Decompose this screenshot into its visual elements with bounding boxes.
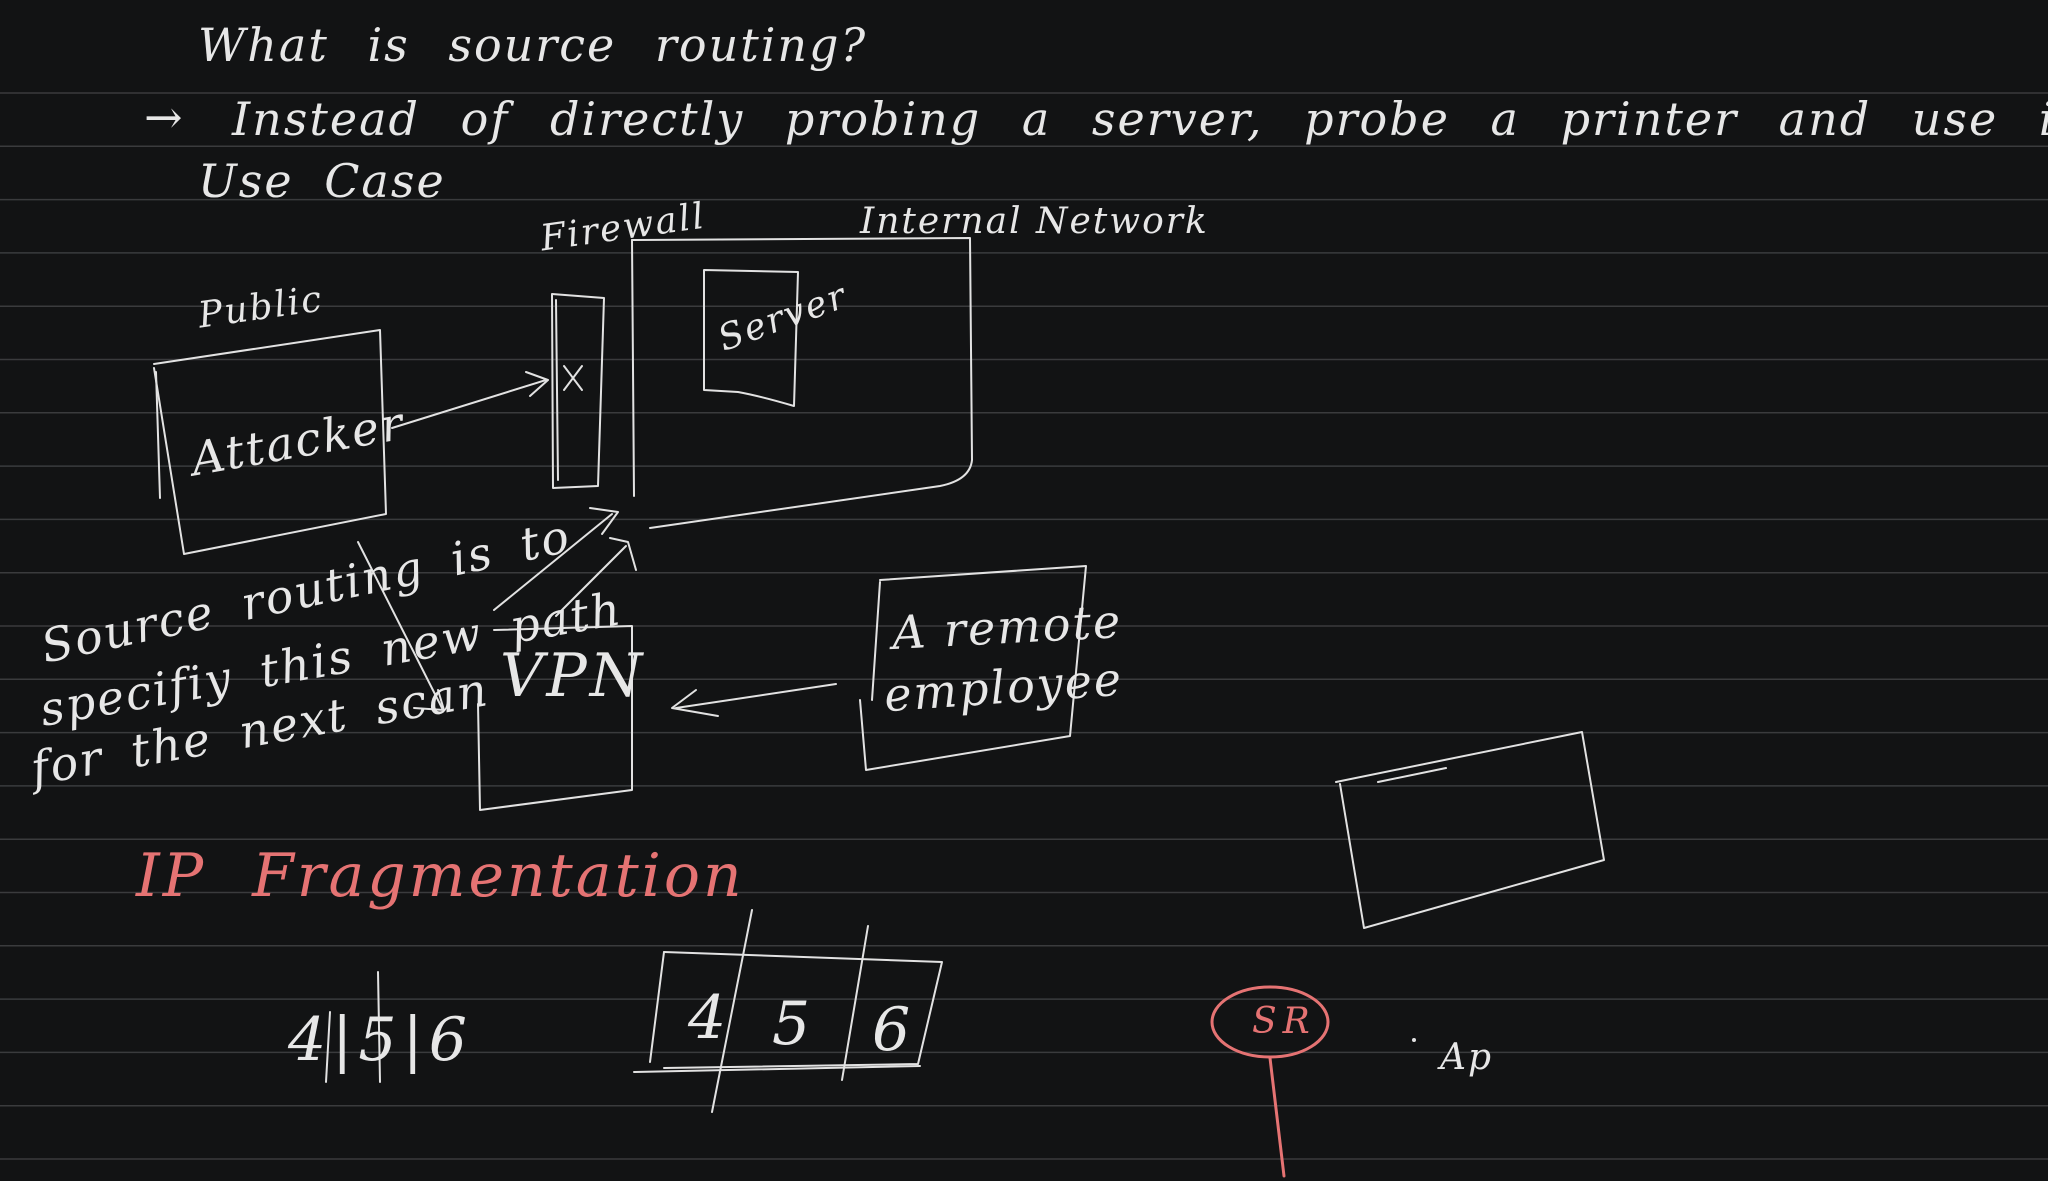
firewall-inner-line (555, 299, 559, 481)
remote-arrow-head (671, 689, 719, 717)
remote-employee-box (859, 565, 1087, 771)
use-case-heading: Use Case (198, 154, 446, 208)
small-divider-2 (377, 971, 381, 1083)
vpn-arrow-2 (555, 545, 627, 617)
bullet-arrow: → (144, 90, 185, 144)
fragment-box-bottom (633, 1065, 921, 1073)
internal-network-box (631, 237, 973, 529)
internal-network-left-edge (631, 239, 635, 497)
vpn-arrow-1-head (589, 507, 619, 535)
sr-label: SR (1252, 1001, 1316, 1042)
explanation-arrow (357, 541, 443, 709)
attacker-arrow (391, 379, 547, 429)
ip-fragmentation-heading: IP Fragmentation (136, 841, 745, 911)
explanation-arrow-head (413, 689, 445, 711)
small-fragment-sequence: 4|5|6 (288, 1005, 473, 1075)
fragment-divider-2 (841, 925, 869, 1081)
vpn-arrow-1 (493, 513, 613, 611)
bullet-text: Instead of directly probing a server, pr… (232, 92, 2048, 146)
remote-employee-line1: A remote (890, 594, 1124, 660)
fragment-cell-3: 6 (872, 995, 914, 1065)
remote-arrow (675, 683, 837, 709)
fragment-box-left-edge (649, 951, 665, 1063)
ap-dot (1412, 1038, 1416, 1042)
sr-stem (1268, 1056, 1286, 1178)
vpn-label: VPN (500, 641, 646, 711)
attacker-arrow-head (525, 371, 549, 397)
fragment-divider-1 (711, 909, 753, 1113)
vpn-arrow-2-head (609, 537, 637, 571)
fragment-cell-2: 5 (772, 989, 814, 1059)
ap-label: Ap (1440, 1037, 1494, 1078)
small-divider-1 (325, 1011, 331, 1083)
firewall-shape (551, 293, 605, 489)
server-box (703, 269, 799, 407)
parallelogram-top-stroke (1377, 767, 1447, 783)
empty-parallelogram (1335, 731, 1605, 929)
vpn-box (477, 625, 633, 811)
attacker-box (153, 329, 387, 555)
fragment-box (663, 951, 943, 1069)
question-heading: What is source routing? (198, 18, 868, 72)
remote-employee-box-left-edge (871, 581, 881, 701)
attacker-box-left-edge (155, 371, 161, 499)
fragment-cell-1: 4 (688, 983, 730, 1053)
internal-network-label: Internal Network (860, 201, 1209, 242)
blocked-x-shape (563, 365, 583, 391)
